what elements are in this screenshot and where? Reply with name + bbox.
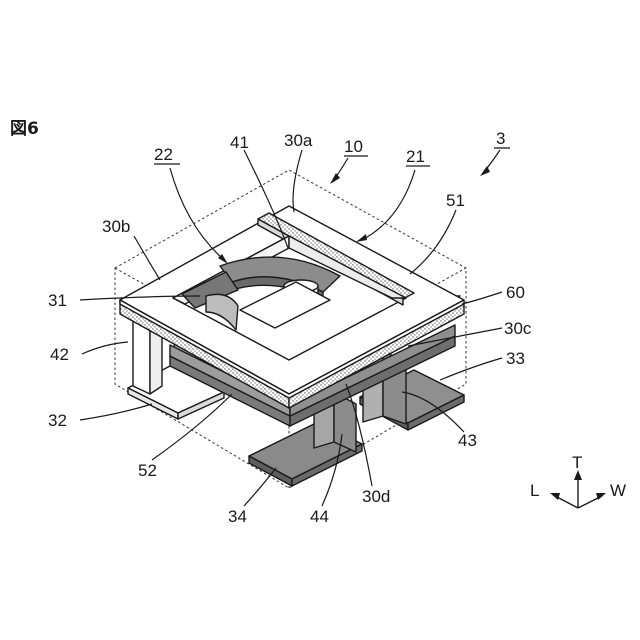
label-42: 42 bbox=[50, 345, 69, 364]
label-30b: 30b bbox=[102, 217, 130, 236]
label-51: 51 bbox=[446, 191, 465, 210]
label-32: 32 bbox=[48, 411, 67, 430]
label-3: 3 bbox=[496, 129, 505, 148]
label-30d: 30d bbox=[362, 487, 390, 506]
figure-number: 図6 bbox=[10, 119, 39, 139]
label-60: 60 bbox=[506, 283, 525, 302]
label-43: 43 bbox=[458, 431, 477, 450]
label-34: 34 bbox=[228, 507, 247, 526]
label-52: 52 bbox=[138, 461, 157, 480]
label-21: 21 bbox=[406, 147, 425, 166]
label-33: 33 bbox=[506, 349, 525, 368]
label-31: 31 bbox=[48, 291, 67, 310]
axis-label-up: T bbox=[572, 453, 582, 472]
label-22: 22 bbox=[154, 145, 173, 164]
label-41: 41 bbox=[230, 133, 249, 152]
axis-label-left: L bbox=[530, 481, 539, 500]
axis-label-right: W bbox=[610, 481, 626, 500]
label-30a: 30a bbox=[284, 131, 313, 150]
label-30c: 30c bbox=[504, 319, 532, 338]
orientation-axes: T L W bbox=[530, 453, 626, 508]
label-44: 44 bbox=[310, 507, 329, 526]
label-10: 10 bbox=[344, 137, 363, 156]
